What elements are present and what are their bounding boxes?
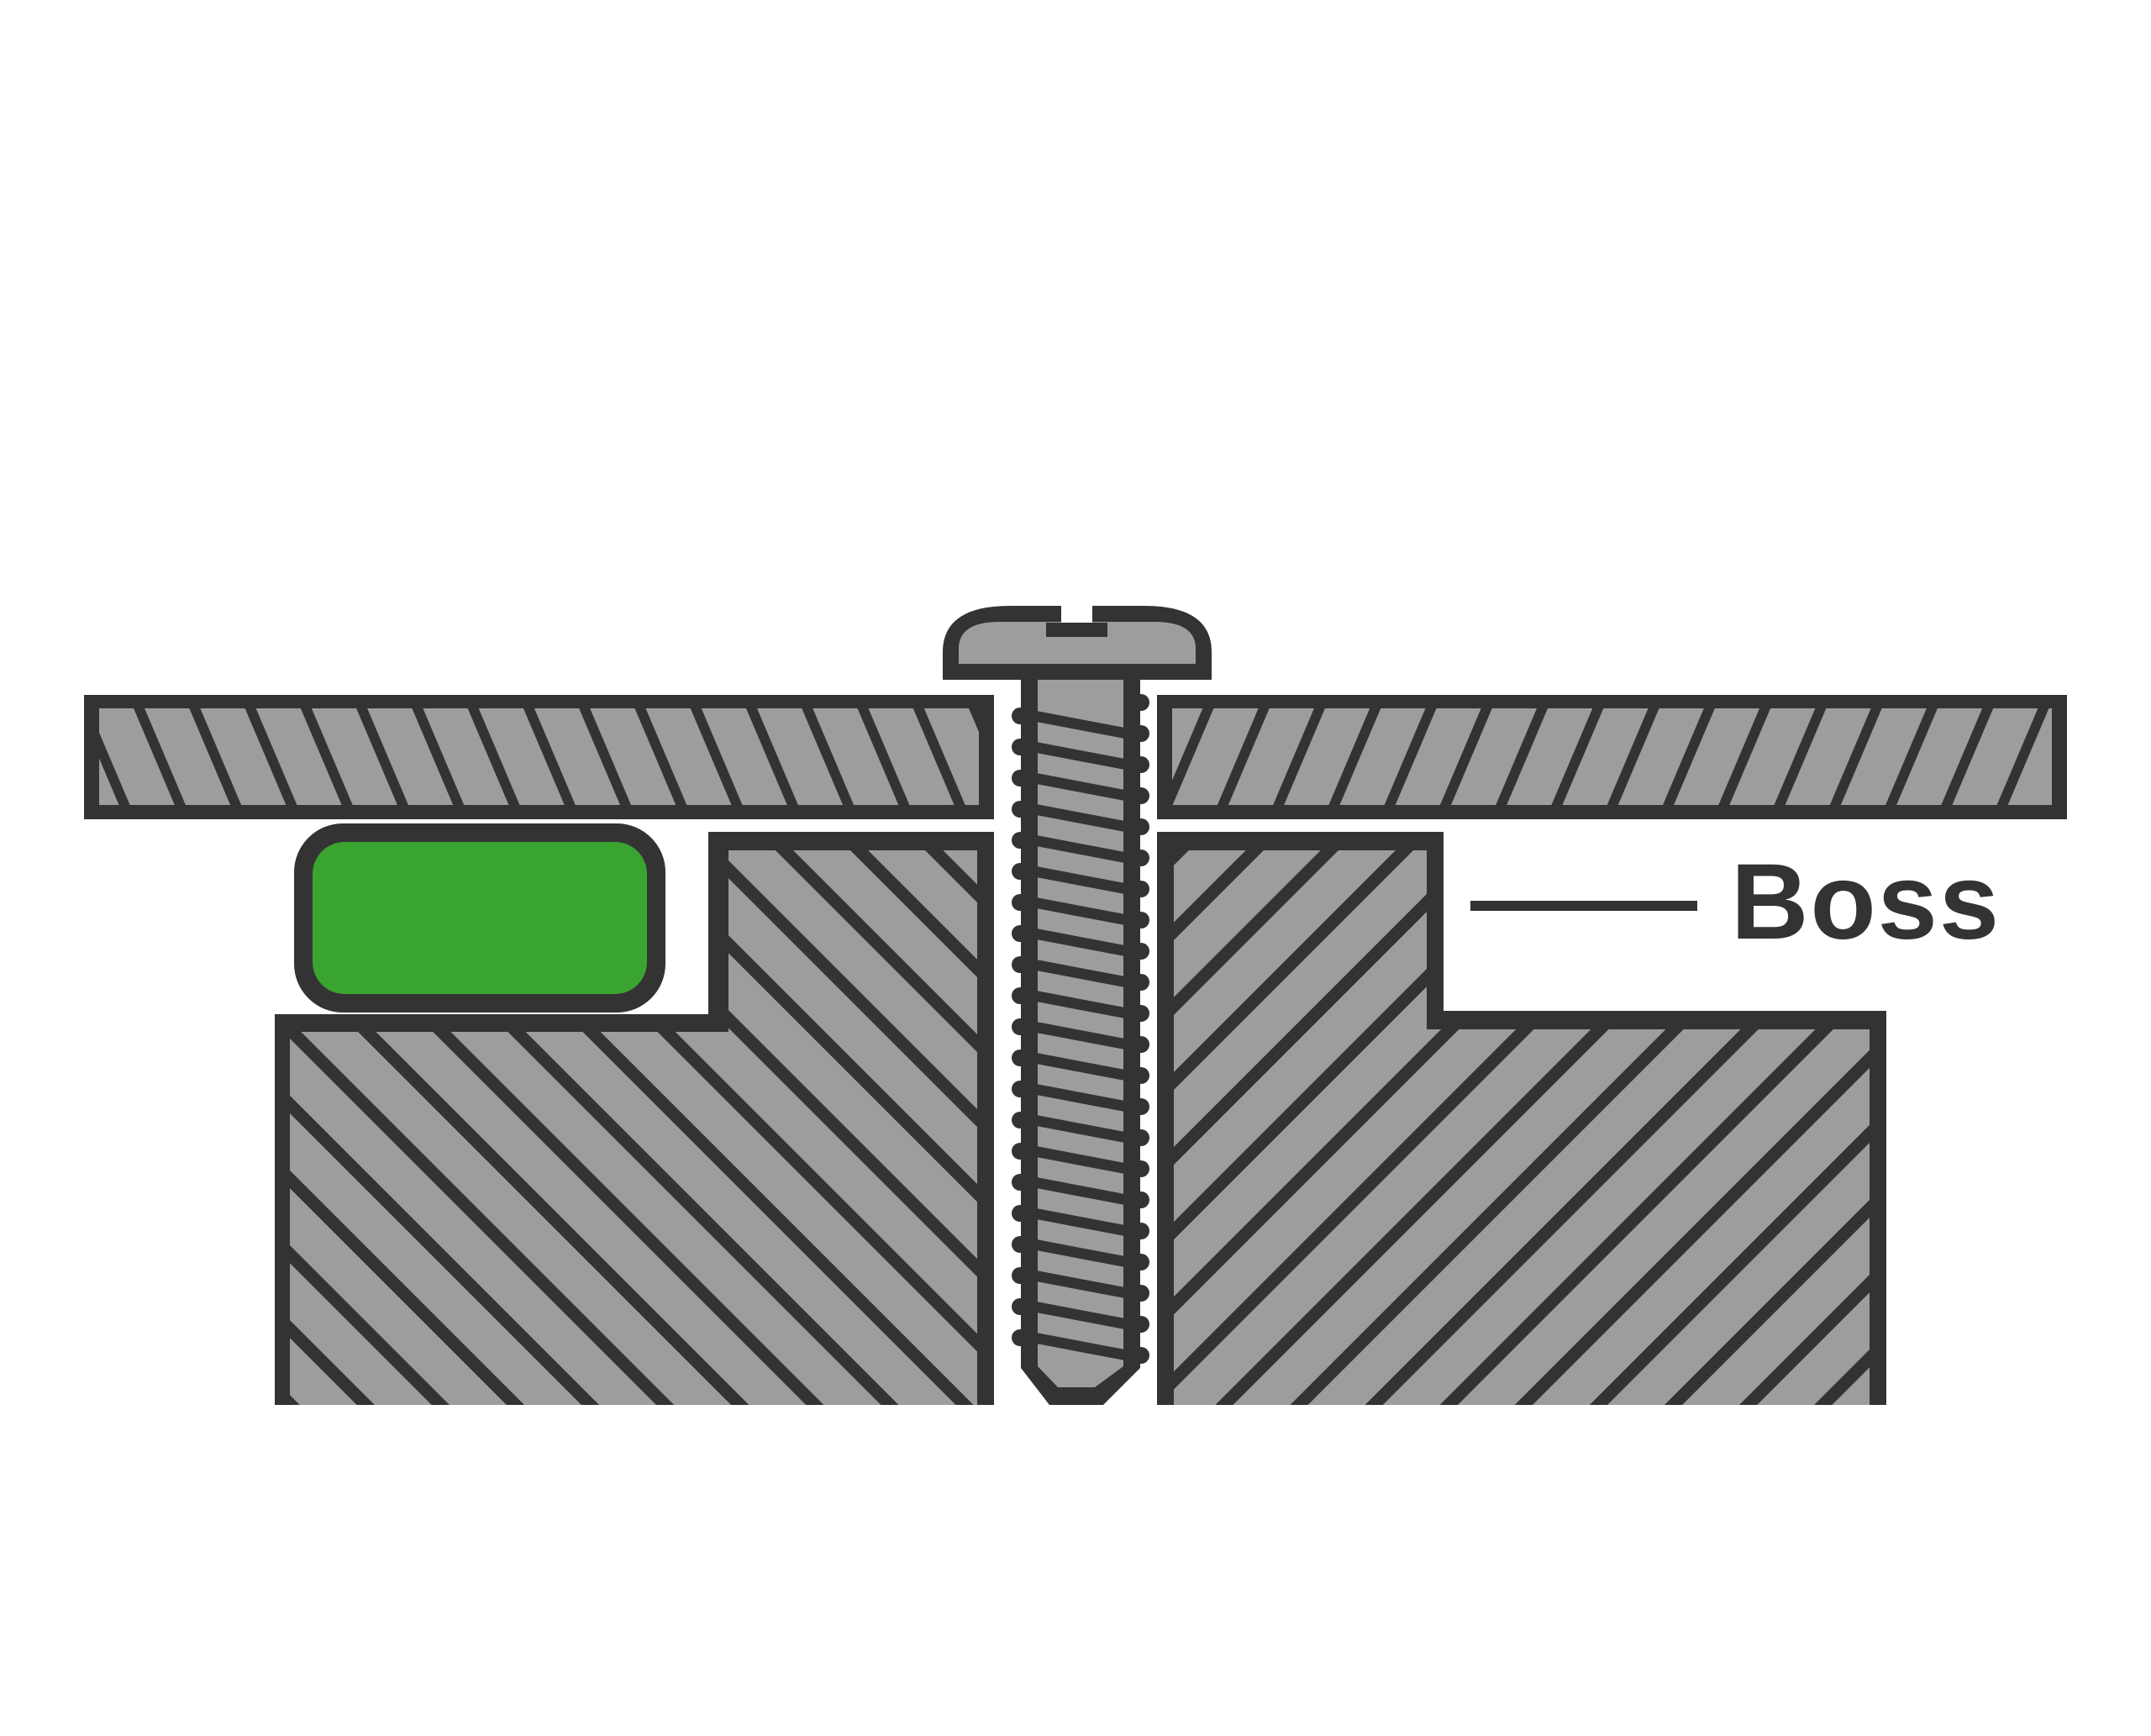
screw-thread-band xyxy=(1032,1301,1129,1330)
top-plate-right xyxy=(1157,695,2067,819)
green-insert-body xyxy=(313,842,647,994)
top-plate-right-hatch xyxy=(1172,708,2052,805)
green-insert xyxy=(294,823,665,1013)
screw-thread-band xyxy=(1032,1083,1129,1113)
screw-slot-bottom xyxy=(1046,623,1107,637)
screw-thread-band xyxy=(1032,1332,1129,1361)
screw-thread-bands xyxy=(1032,710,1129,1361)
screw-shank-right-rail xyxy=(1123,680,1140,1368)
screw-thread-band xyxy=(1032,990,1129,1019)
screw-thread-band xyxy=(1032,865,1129,895)
bottom-block-left xyxy=(275,832,994,1405)
screw-thread-band xyxy=(1032,1176,1129,1206)
bottom-block-left-hatch xyxy=(290,850,977,1405)
bottom-block-right-hatch xyxy=(1174,850,1870,1405)
screw-thread-band xyxy=(1032,772,1129,802)
bottom-block-right xyxy=(1157,832,1886,1405)
screw-thread-band xyxy=(1032,741,1129,771)
top-plate-left xyxy=(84,695,994,819)
screw-thread-band xyxy=(1032,1207,1129,1237)
screw-thread-band xyxy=(1032,1114,1129,1144)
screw-thread-band xyxy=(1032,803,1129,833)
screw-thread-band xyxy=(1032,928,1129,957)
screw-thread-band xyxy=(1032,834,1129,864)
screw-thread-band xyxy=(1032,1021,1129,1050)
screw-head-body xyxy=(959,622,1196,664)
screw xyxy=(943,597,1212,1405)
screw-thread-band xyxy=(1032,1270,1129,1299)
screw-thread-band xyxy=(1032,1052,1129,1081)
screw-thread-band xyxy=(1032,959,1129,988)
screw-slot-notch xyxy=(1061,597,1092,623)
screw-shank-left-rail xyxy=(1021,680,1038,1368)
screw-tip-body xyxy=(1038,1360,1123,1387)
screw-thread-band xyxy=(1032,710,1129,739)
boss-label: Boss xyxy=(1731,842,2001,962)
top-plate-left-hatch xyxy=(99,708,979,805)
screw-thread-band xyxy=(1032,1145,1129,1175)
screw-thread-band xyxy=(1032,897,1129,926)
boss-leader-line xyxy=(1470,901,1697,911)
screw-thread-band xyxy=(1032,1239,1129,1268)
